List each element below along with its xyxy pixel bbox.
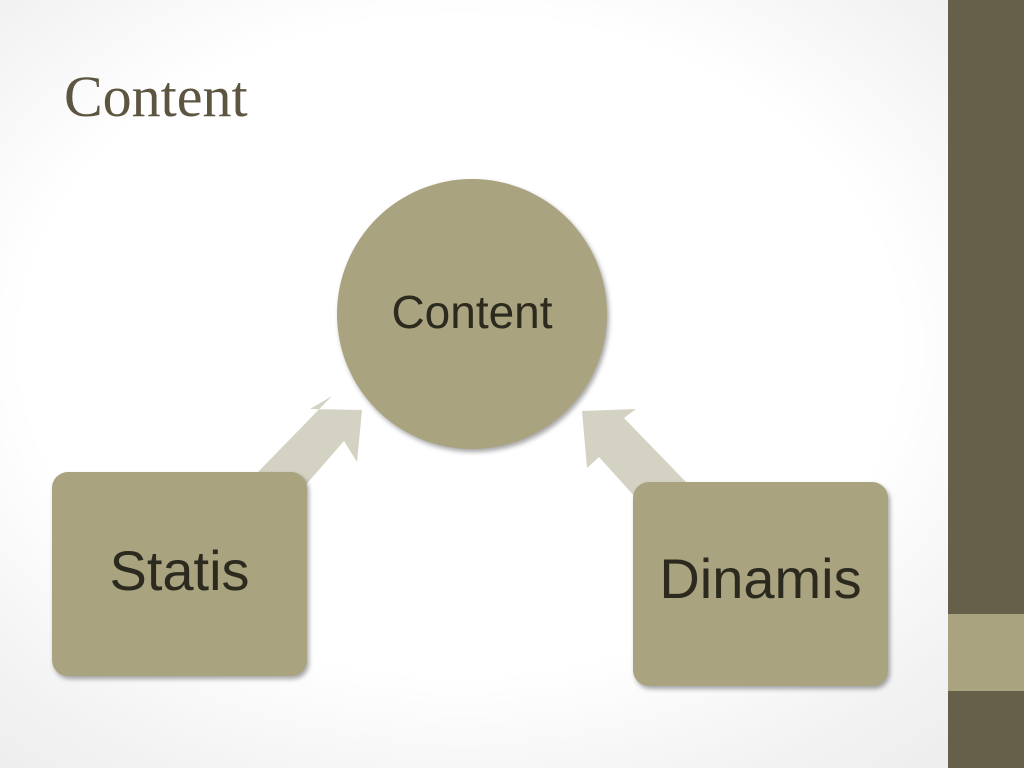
- dinamis-node: Dinamis: [633, 482, 888, 686]
- arrow-statis-to-content: [258, 396, 362, 488]
- side-bar-accent: [948, 614, 1024, 691]
- statis-node-label: Statis: [109, 538, 250, 602]
- statis-node: Statis: [52, 472, 307, 676]
- slide-title: Content: [64, 64, 248, 129]
- dinamis-node-label: Dinamis: [659, 546, 862, 610]
- arrow-dinamis-to-content: [582, 409, 686, 498]
- content-node-label: Content: [391, 286, 553, 338]
- content-node: Content: [337, 179, 607, 449]
